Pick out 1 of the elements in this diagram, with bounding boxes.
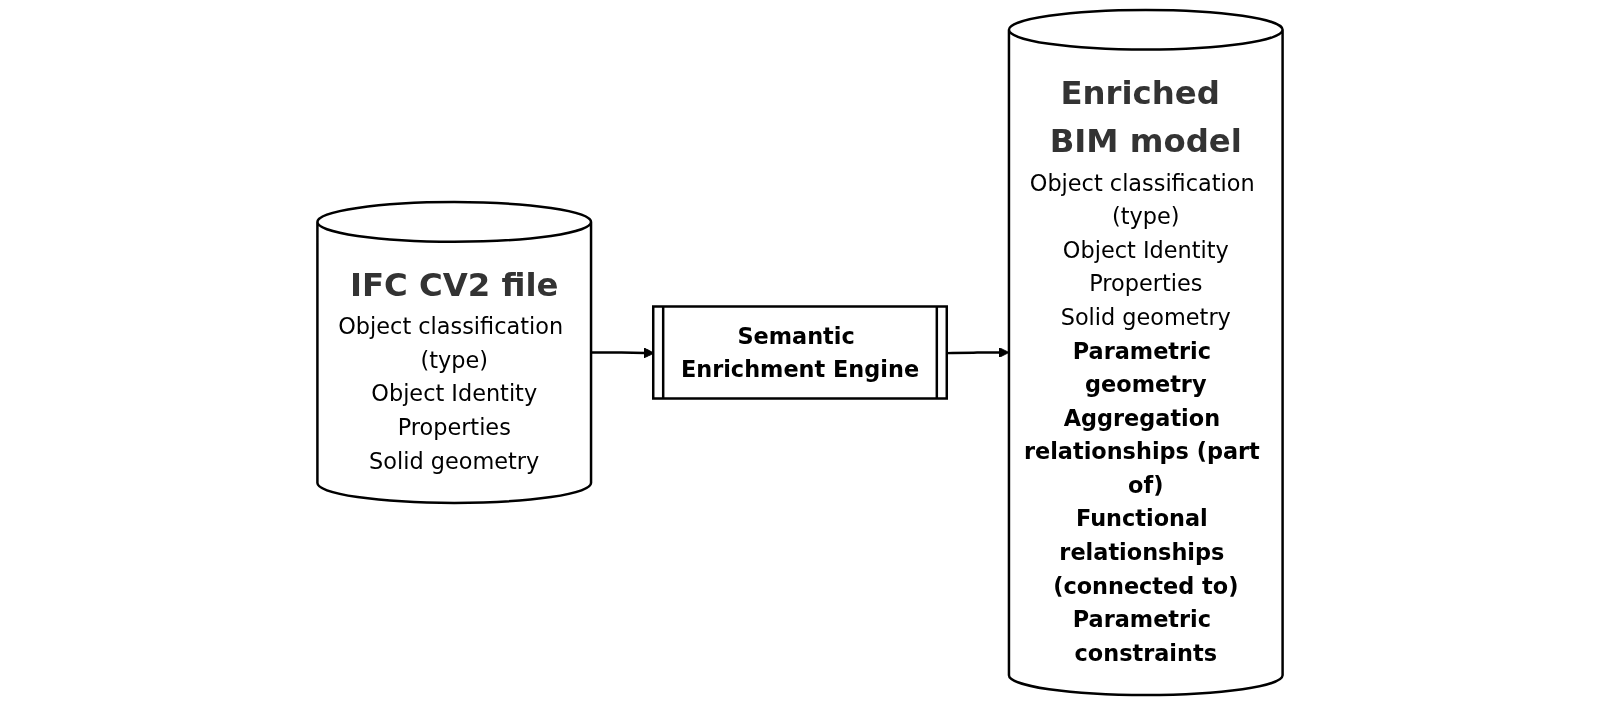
- arrow: [947, 347, 1010, 358]
